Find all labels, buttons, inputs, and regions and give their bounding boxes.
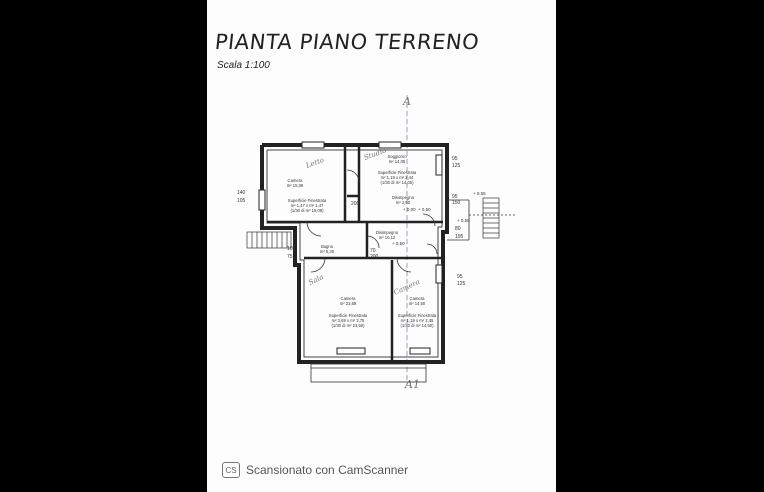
dim-70: 70 <box>370 248 376 254</box>
room-soggiorno-sup1: Superficie Finestrata <box>378 170 417 175</box>
stair-left <box>246 231 292 249</box>
room-bagno-name: Bagno <box>321 244 334 249</box>
room-camera-sw-sup2: m² 3,69 x m² 3,75 <box>332 318 365 323</box>
dim-150: 150 <box>452 200 461 206</box>
level-mid: + 0,00 <box>403 207 416 212</box>
dim-200b: 200 <box>351 201 360 207</box>
handwritten-nw: Letto <box>304 156 325 170</box>
camscanner-text: Scansionato con CamScanner <box>246 463 409 477</box>
room-camera-nw-area: m² 15,09 <box>287 183 304 188</box>
room-disimpegno-top-area: m² 2,50 <box>396 200 411 205</box>
dim-195: 195 <box>455 234 464 240</box>
section-mark-bottom: A1 <box>404 378 420 391</box>
dim-125a: 125 <box>452 163 461 169</box>
room-camera-se-sup3: (1/30 di m² 14,60) <box>400 323 434 328</box>
document-sheet: PIANTA PIANO TERRENO Scala 1:100 A A1 <box>207 0 556 492</box>
terrace <box>310 363 427 383</box>
room-camera-se-sup2: m² 1,19 x m² 2,45 <box>401 318 434 323</box>
level-dis: + 0,50 <box>392 241 405 246</box>
dim-200a: 200 <box>370 254 379 260</box>
room-soggiorno-area: m² 14,05 <box>389 159 406 164</box>
dim-80: 80 <box>455 226 461 232</box>
room-disimpegno-top-name: Disimpegno <box>392 195 415 200</box>
section-mark-top: A <box>402 95 411 108</box>
dim-105: 105 <box>237 198 246 204</box>
dim-95c: 95 <box>457 274 463 280</box>
handwritten-n: Studio <box>363 146 387 161</box>
level-right2: + 0,50 <box>418 207 431 212</box>
handwritten-sw: Sala <box>307 273 324 287</box>
level-right: + 0,55 <box>457 218 470 223</box>
room-camera-se-area: m² 14,60 <box>409 301 426 306</box>
room-camera-nw-sup1: Superficie Finestrata <box>288 198 327 203</box>
dim-140: 140 <box>237 190 246 196</box>
camscanner-icon: CS <box>222 462 240 478</box>
room-camera-sw-sup3: (1/30 di m² 23,69) <box>331 323 365 328</box>
room-camera-nw-sup2: m² 1,47 x m² 1,47 <box>291 203 324 208</box>
interior-walls <box>267 147 443 360</box>
windows <box>258 141 443 355</box>
room-camera-sw-area: m² 23,69 <box>340 301 357 306</box>
room-camera-nw-name: Camera <box>288 178 304 183</box>
room-soggiorno-sup2: m² 1,19 x m² 2,44 <box>381 175 414 180</box>
room-bagno-area: m² 5,30 <box>320 249 335 254</box>
outer-walls <box>260 143 449 364</box>
doors <box>306 169 438 273</box>
level-top: + 0,55 <box>473 191 486 196</box>
room-camera-sw-sup1: Superficie Finestrata <box>329 313 368 318</box>
room-disimpegno-mid-name: Disimpegno <box>376 230 399 235</box>
dim-95b: 95 <box>452 194 458 200</box>
dim-95a: 95 <box>452 156 458 162</box>
floor-plan: A A1 <box>237 95 517 391</box>
room-camera-se-sup1: Superficie Finestrata <box>398 313 437 318</box>
room-camera-sw-name: Camera <box>341 296 357 301</box>
scale-label: Scala 1:100 <box>217 60 270 71</box>
room-soggiorno-sup3: (1/30 di m² 14,05) <box>380 180 414 185</box>
camscanner-watermark: CS Scansionato con CamScanner <box>222 462 408 478</box>
stair-right <box>469 197 517 239</box>
room-soggiorno-name: Soggiorno <box>387 154 407 159</box>
balcony-lines <box>447 199 470 241</box>
room-disimpegno-mid-area: m² 10,12 <box>379 235 396 240</box>
room-camera-nw-sup3: (1/30 di m² 15,09) <box>290 208 324 213</box>
dim-75: 75 <box>287 254 293 260</box>
dim-105b: 105 <box>287 246 296 252</box>
room-camera-se-name: Camera <box>410 296 426 301</box>
dim-125b: 125 <box>457 281 466 287</box>
